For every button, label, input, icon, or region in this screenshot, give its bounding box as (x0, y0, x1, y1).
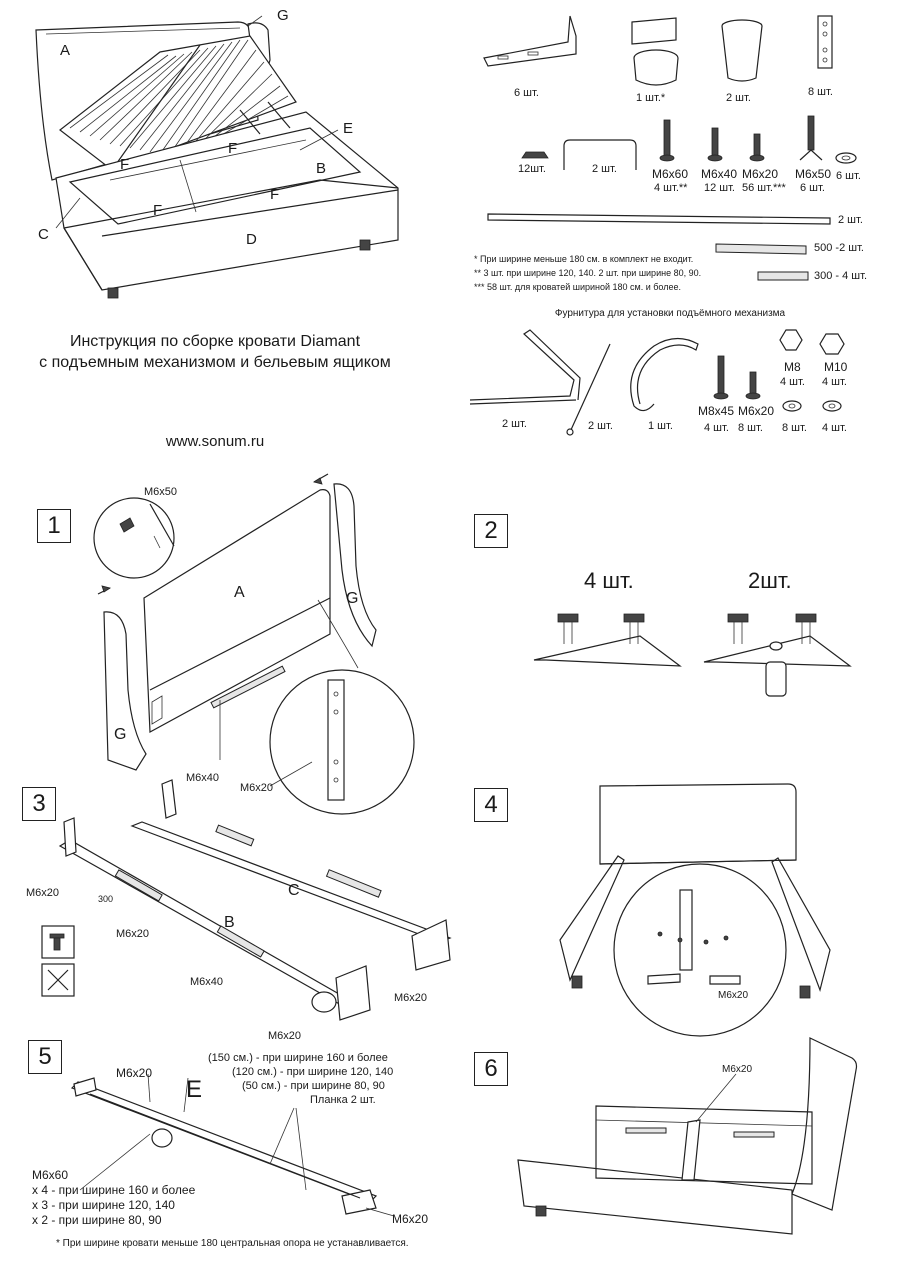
parts-note-1: * При ширине меньше 180 см. в комплект н… (474, 254, 694, 264)
step-5-bolt-bottom: M6x20 (392, 1212, 429, 1226)
parts-note-2: ** 3 шт. при ширине 120, 140. 2 шт. при … (474, 268, 702, 278)
website-link[interactable]: www.sonum.ru (165, 433, 265, 450)
step-5-qty-1: x 4 - при ширине 160 и более (32, 1183, 196, 1197)
step-5-strip-qty: Планка 2 шт. (310, 1094, 376, 1106)
step-5-footnote: * При ширине кровати меньше 180 централь… (56, 1238, 409, 1249)
nut-m10-name: M10 (824, 360, 848, 374)
step-3-m6x20-left: M6x20 (26, 887, 60, 899)
mechanism-hardware: Фурнитура для установки подъёмного механ… (440, 300, 900, 450)
step-3-number: 3 (22, 787, 56, 821)
bolt-m6x20-name: M6x20 (742, 167, 779, 181)
step-3-label-b: B (224, 914, 235, 931)
step-3-m6x40-top: M6x40 (186, 772, 220, 784)
bolt-m6x40-name: M6x40 (701, 167, 738, 181)
bolt-m6x50-qty: 6 шт. (800, 182, 825, 194)
step-2-left-qty: 4 шт. (584, 568, 634, 593)
step-5-qty-3: x 2 - при ширине 80, 90 (32, 1213, 162, 1227)
bolt-m6x60-name: M6x60 (652, 167, 689, 181)
washer-8-qty: 8 шт. (782, 422, 807, 434)
step-3-label-c: C (288, 882, 300, 899)
step-1-label-a: A (234, 584, 245, 601)
mech-bolt-m8x45-name: M8x45 (698, 404, 735, 418)
part-hinge-plate-qty: 8 шт. (808, 86, 833, 98)
step-5-label-e: E (186, 1076, 203, 1103)
washer-4-qty: 4 шт. (822, 422, 847, 434)
part-leg-mount-qty: 1 шт.* (636, 92, 666, 104)
parts-note-3: *** 58 шт. для кроватей шириной 180 см. … (474, 282, 681, 292)
nut-m8-qty: 4 шт. (780, 376, 805, 388)
bolt-m6x60-qty: 4 шт.** (654, 182, 688, 194)
step-1-bolt-label: M6x50 (144, 486, 178, 498)
step-6-number: 6 (474, 1052, 508, 1086)
step-1-label-g-right: G (346, 590, 359, 607)
step-6-bolt-label: M6x20 (722, 1064, 753, 1075)
title-line1: Инструкция по сборке кровати Diamant (69, 333, 361, 350)
washer-qty: 6 шт. (836, 170, 861, 182)
overview-label-f4: F (270, 186, 280, 203)
step-5-length-1: (150 см.) - при ширине 160 и более (208, 1052, 388, 1064)
part-u-rod-qty: 2 шт. (592, 163, 617, 175)
gas-spring-qty: 2 шт. (588, 420, 613, 432)
step-1-label-g-left: G (114, 726, 127, 743)
step-2-number: 2 (474, 514, 508, 548)
part-bracket-qty: 6 шт. (514, 87, 539, 99)
mech-bolt-m6x20-name: M6x20 (738, 404, 775, 418)
step-5-qty-2: x 3 - при ширине 120, 140 (32, 1198, 175, 1212)
bolt-m6x20-qty: 56 шт.*** (742, 182, 786, 194)
long-bar-qty: 2 шт. (838, 214, 863, 226)
mech-bolt-m8x45-qty: 4 шт. (704, 422, 729, 434)
step-4-illustration: M6x20 (540, 780, 880, 1040)
overview-label-c: C (38, 226, 49, 243)
step-3-m6x40-bottom: M6x40 (190, 976, 224, 988)
mechanism-heading: Фурнитура для установки подъёмного механ… (554, 308, 786, 319)
step-3-m6x20-bottom: M6x20 (268, 1030, 302, 1042)
step-5-illustration: M6x20 E (150 см.) - при ширине 160 и бол… (20, 1050, 480, 1250)
step-3-illustration: M6x40 M6x20 300 M6x20 B C M6x40 M6x20 M6… (20, 770, 470, 1050)
part-foot-qty: 2 шт. (726, 92, 751, 104)
step-2-right-qty: 2шт. (748, 568, 792, 593)
nut-m10-qty: 4 шт. (822, 376, 847, 388)
overview-label-d: D (246, 231, 257, 248)
title-line2: с подъемным механизмом и бельевым ящиком (39, 354, 391, 371)
overview-bed-illustration: A G E F F F F B C D (0, 0, 440, 310)
step-3-m6x20-right: M6x20 (394, 992, 428, 1004)
step-1-bolt2-label: M6x20 (240, 782, 274, 794)
step-2-illustration (520, 600, 880, 710)
step-3-dim-300: 300 (98, 894, 114, 904)
step-1-number: 1 (37, 509, 71, 543)
strap-qty: 1 шт. (648, 420, 673, 432)
overview-label-g: G (277, 7, 289, 24)
bolt-m6x50-name: M6x50 (795, 167, 832, 181)
bolt-m6x40-qty: 12 шт. (704, 182, 735, 194)
overview-label-f2: F (228, 140, 238, 157)
part-slat-holder-qty: 12шт. (518, 163, 546, 175)
step-6-illustration: M6x20 (510, 1030, 880, 1250)
overview-label-b: B (316, 160, 327, 177)
bar-300-qty: 300 - 4 шт. (814, 270, 868, 282)
step-4-number: 4 (474, 788, 508, 822)
lift-frame-qty: 2 шт. (502, 418, 527, 430)
overview-label-f3: F (153, 202, 163, 219)
bar-500-qty: 500 -2 шт. (814, 242, 864, 254)
step-5-length-3: (50 см.) - при ширине 80, 90 (242, 1080, 385, 1092)
step-5-bolt-top: M6x20 (116, 1066, 153, 1080)
step-4-bolt-label: M6x20 (718, 990, 749, 1001)
nut-m8-name: M8 (784, 360, 801, 374)
overview-label-e: E (343, 120, 354, 137)
step-1-illustration: M6x50 A G G M6x20 (90, 470, 440, 815)
parts-list: 6 шт. 1 шт.* 2 шт. 8 шт. 12шт. 2 шт. M6x… (440, 0, 900, 300)
step-5-number: 5 (28, 1040, 62, 1074)
mech-bolt-m6x20-qty: 8 шт. (738, 422, 763, 434)
step-3-m6x20-mid: M6x20 (116, 928, 150, 940)
step-5-length-2: (120 см.) - при ширине 120, 140 (232, 1066, 394, 1078)
step-5-m6x60-label: M6x60 (32, 1168, 69, 1182)
overview-label-a: A (60, 42, 71, 59)
overview-label-f1: F (120, 156, 130, 173)
